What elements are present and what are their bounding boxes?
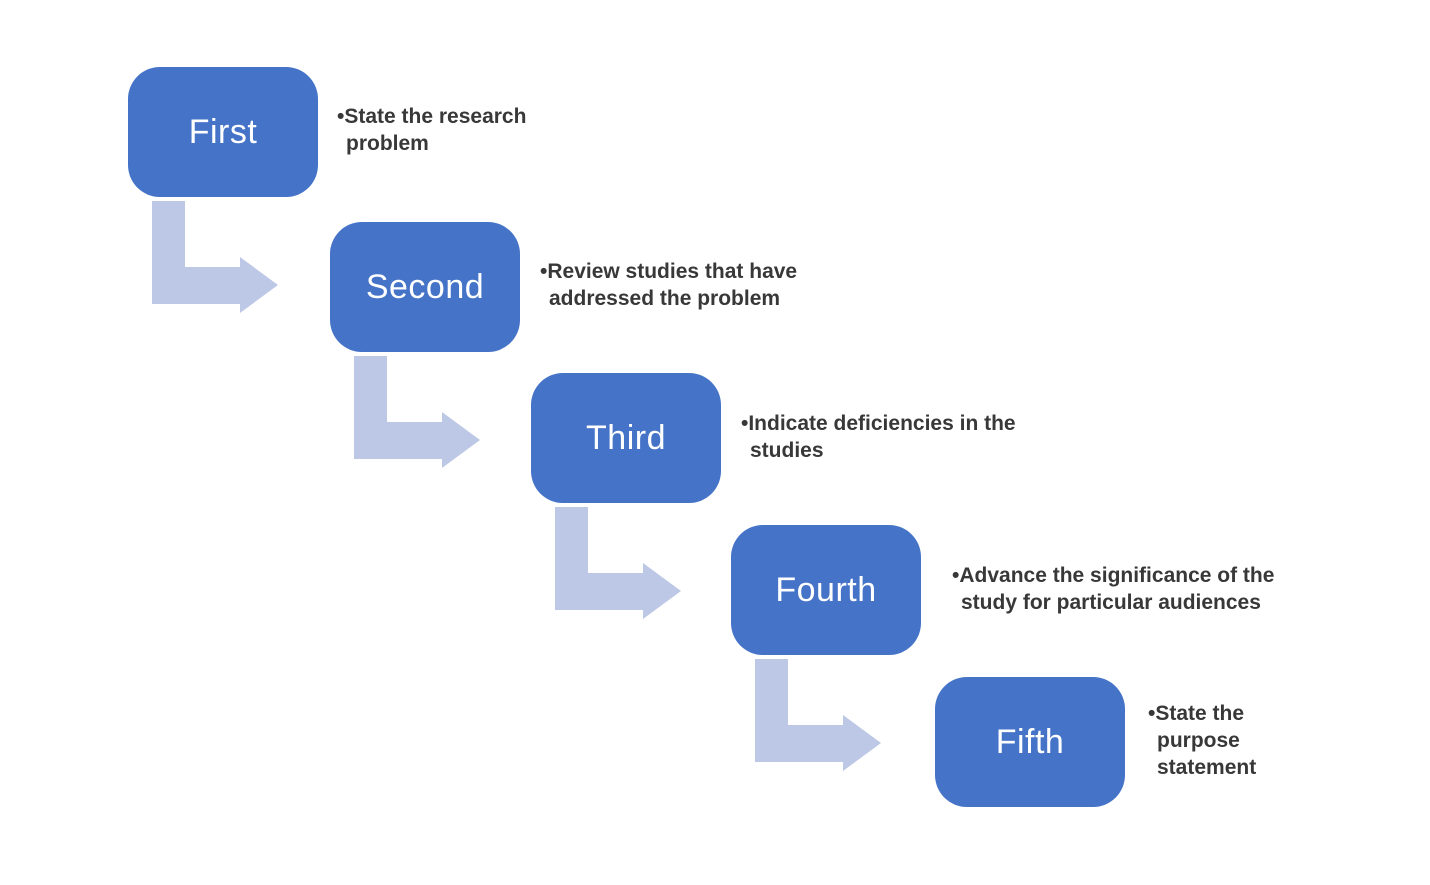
step-label-fourth: Fourth — [775, 570, 877, 609]
step-note-third: •Indicate deficiencies in the studies — [741, 412, 1016, 462]
elbow-arrow-shape — [354, 356, 480, 468]
step-label-third: Third — [586, 418, 666, 457]
step-note-first: •State the research problem — [337, 105, 527, 155]
step-label-fifth: Fifth — [995, 722, 1065, 761]
step-box-fifth: Fifth — [935, 677, 1125, 807]
elbow-arrow-icon — [152, 201, 278, 313]
elbow-arrow-icon — [354, 356, 480, 468]
step-note-fifth: •State the purpose statement — [1148, 702, 1257, 779]
elbow-arrow-shape — [755, 659, 881, 771]
step-box-third: Third — [531, 373, 721, 503]
elbow-arrow-icon — [555, 507, 681, 619]
step-box-second: Second — [330, 222, 520, 352]
step-note-second: •Review studies that have addressed the … — [540, 260, 798, 310]
elbow-arrow-shape — [152, 201, 278, 313]
step-box-first: First — [128, 67, 318, 197]
step-label-first: First — [188, 112, 258, 151]
step-box-fourth: Fourth — [731, 525, 921, 655]
elbow-arrow-shape — [555, 507, 681, 619]
elbow-arrow-icon — [755, 659, 881, 771]
step-label-second: Second — [365, 267, 485, 306]
step-note-fourth: •Advance the significance of the study f… — [952, 564, 1275, 614]
